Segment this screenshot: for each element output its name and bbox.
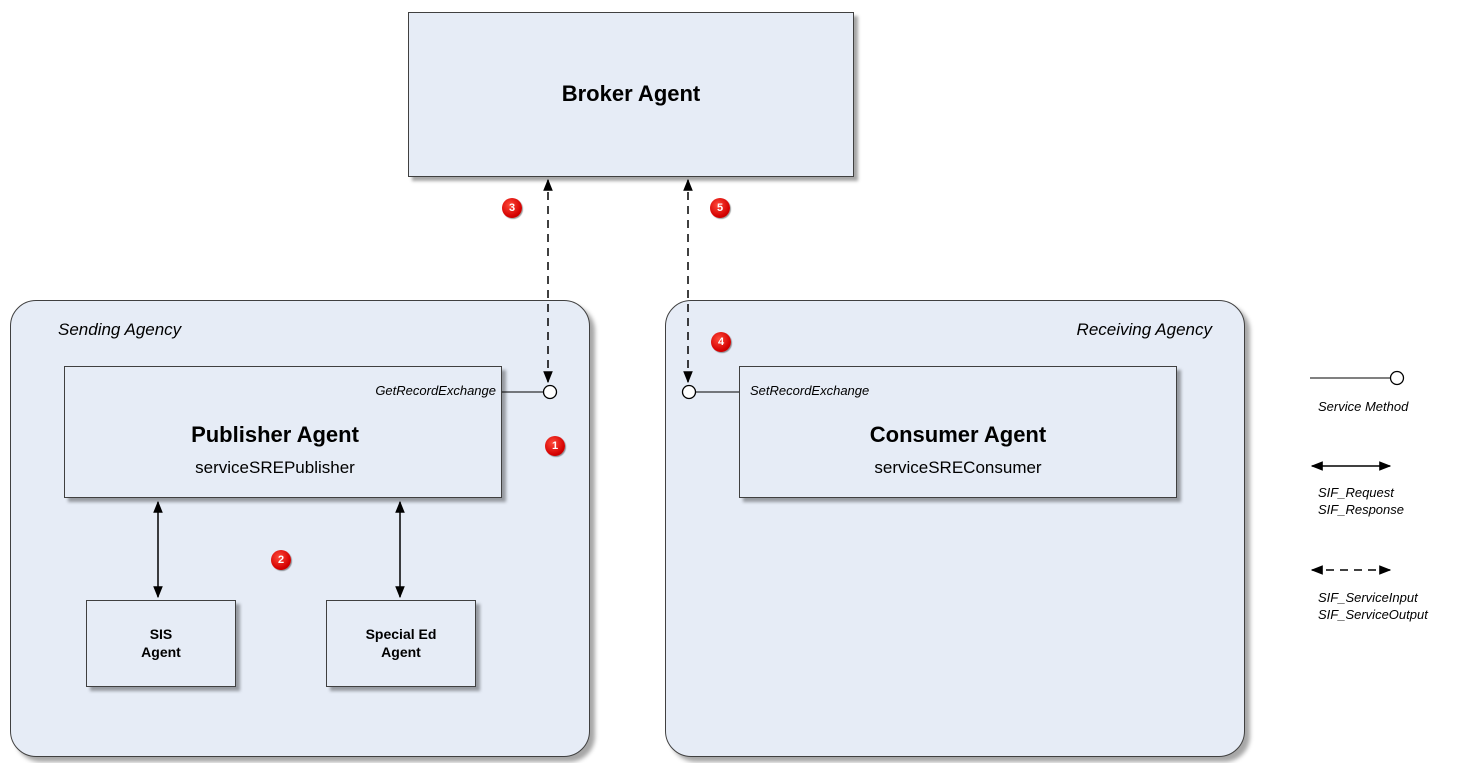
step-badge-4: 4 — [711, 332, 731, 352]
broker-agent-title: Broker Agent — [561, 81, 701, 106]
special-ed-agent-line2: Agent — [381, 644, 421, 660]
step-badge-2: 2 — [271, 550, 291, 570]
sis-agent-box: SIS Agent — [86, 600, 236, 687]
consumer-service-method-socket — [681, 384, 697, 400]
step-badge-3: 3 — [502, 198, 522, 218]
sis-agent-line2: Agent — [141, 644, 181, 660]
special-ed-agent-line1: Special Ed — [365, 626, 437, 642]
legend-service-io-label: SIF_ServiceInput SIF_ServiceOutput — [1318, 589, 1428, 623]
legend-request-label: SIF_Request SIF_Response — [1318, 484, 1404, 518]
publisher-agent-box: GetRecordExchange Publisher Agent servic… — [64, 366, 502, 498]
step-badge-5: 5 — [710, 198, 730, 218]
legend-request-line2: SIF_Response — [1318, 502, 1404, 517]
publisher-service-method-socket — [542, 384, 558, 400]
get-record-exchange-label: GetRecordExchange — [375, 383, 496, 398]
step-badge-1: 1 — [545, 436, 565, 456]
legend-service-method-socket — [1389, 370, 1405, 386]
sending-agency-label: Sending Agency — [58, 320, 182, 339]
consumer-service-name: serviceSREConsumer — [874, 458, 1042, 477]
receiving-agency-label: Receiving Agency — [1076, 320, 1212, 339]
consumer-agent-box: SetRecordExchange Consumer Agent service… — [739, 366, 1177, 498]
legend-service-method-label: Service Method — [1318, 399, 1409, 414]
legend-request-line1: SIF_Request — [1318, 485, 1394, 500]
sis-agent-line1: SIS — [149, 626, 173, 642]
legend-service-line2: SIF_ServiceOutput — [1318, 607, 1428, 622]
publisher-service-name: serviceSREPublisher — [195, 458, 355, 477]
legend-service-line1: SIF_ServiceInput — [1318, 590, 1418, 605]
special-ed-agent-box: Special Ed Agent — [326, 600, 476, 687]
broker-agent-box: Broker Agent — [408, 12, 854, 177]
set-record-exchange-label: SetRecordExchange — [750, 383, 870, 398]
consumer-agent-title: Consumer Agent — [869, 422, 1047, 447]
publisher-agent-title: Publisher Agent — [191, 422, 359, 447]
